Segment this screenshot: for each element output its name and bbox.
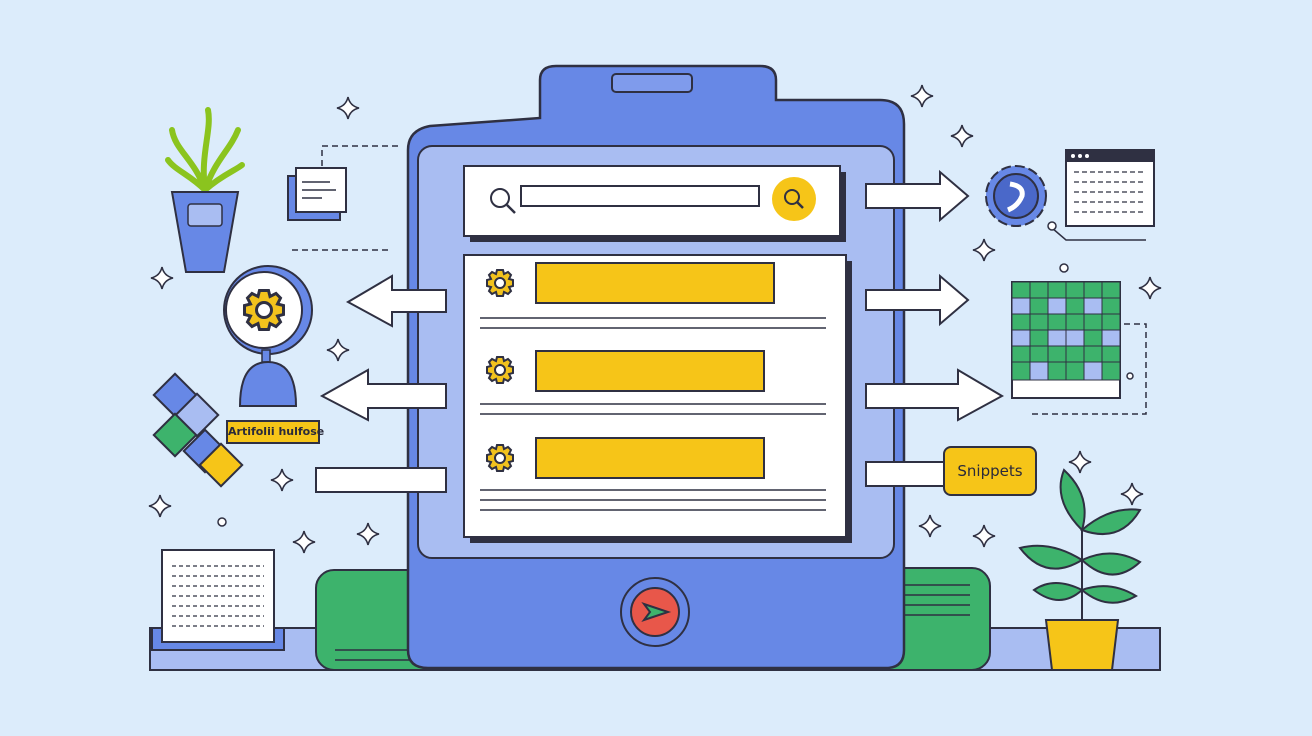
doc-card-icon — [287, 145, 400, 251]
cog-icon — [985, 165, 1047, 227]
result-title-bar — [535, 350, 765, 392]
paper-stack-icon — [151, 549, 285, 651]
left-arrows — [315, 274, 447, 493]
device-clip — [611, 73, 693, 93]
arrow-left-2 — [319, 368, 447, 422]
result-title-bar — [535, 262, 775, 304]
spreadsheet-window-icon — [1047, 149, 1155, 241]
play-icon — [641, 602, 672, 622]
result-item[interactable] — [480, 350, 826, 415]
right-arrows — [865, 169, 1005, 487]
blocks-icon — [152, 372, 244, 488]
gear-globe-icon — [223, 265, 313, 407]
plant-left — [165, 107, 245, 273]
arrow-left-3 — [315, 467, 447, 493]
snippets-label: Snippets — [943, 446, 1037, 496]
plant-right — [1018, 468, 1142, 671]
gear-icon — [486, 356, 514, 384]
play-button[interactable] — [620, 577, 690, 647]
arrow-right-1 — [865, 169, 970, 223]
search-input[interactable] — [520, 185, 760, 207]
arrow-left-1 — [345, 274, 447, 328]
search-button[interactable] — [772, 177, 816, 221]
arrow-right-2 — [865, 273, 970, 327]
data-grid-icon — [1011, 281, 1147, 415]
result-item[interactable] — [480, 437, 826, 511]
arrow-right-4 — [865, 461, 945, 487]
gear-icon — [486, 444, 514, 472]
result-title-bar — [535, 437, 765, 479]
left-tag-label: Artifolii hulfose — [226, 420, 324, 444]
dots — [217, 263, 1069, 527]
arrow-right-3 — [865, 368, 1005, 422]
search-icon — [490, 188, 516, 214]
gear-icon — [486, 269, 514, 297]
result-item[interactable] — [480, 262, 826, 329]
